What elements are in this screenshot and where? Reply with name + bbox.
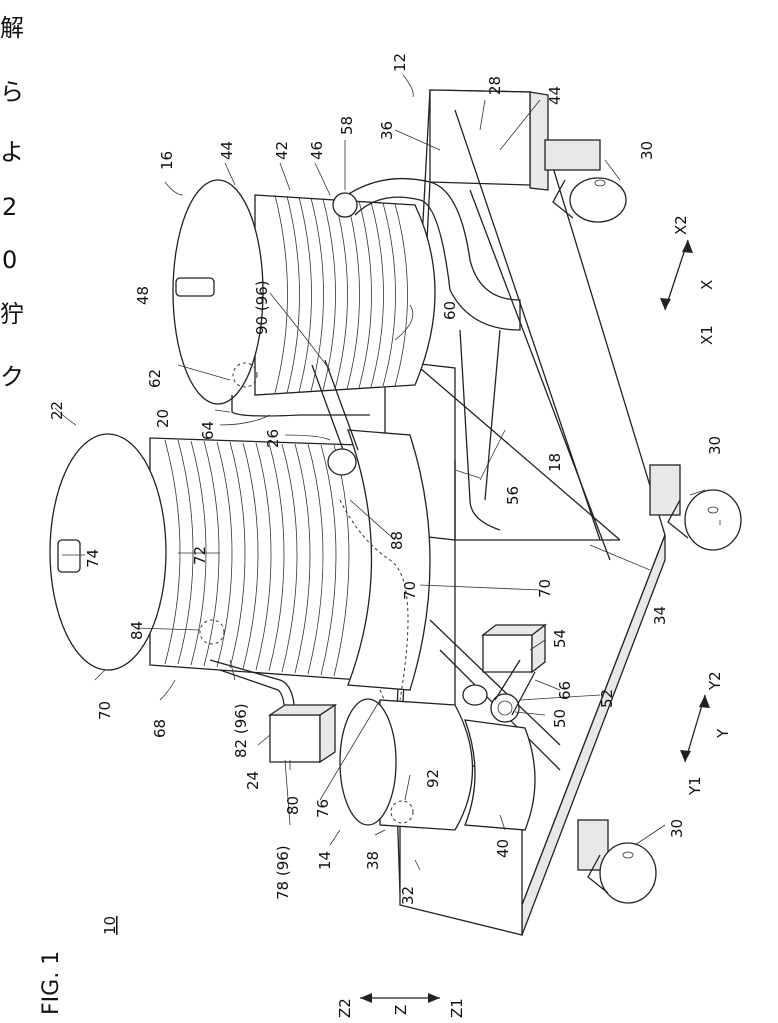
axis-y: Y2 Y Y1 <box>680 671 732 796</box>
arrow-z2-icon <box>360 993 372 1003</box>
label-50: 50 <box>551 709 569 728</box>
arrow-x1-icon <box>660 298 671 310</box>
label-60: 60 <box>441 301 459 320</box>
label-66: 66 <box>556 681 574 700</box>
side-char-4: 2 <box>2 193 17 221</box>
label-84: 84 <box>128 621 146 640</box>
pipe-26-fitting <box>328 449 356 475</box>
drum-14-cap <box>340 699 396 825</box>
caster-bottom-right <box>578 820 656 903</box>
pipe-64 <box>232 395 370 416</box>
label-30a: 30 <box>638 141 656 160</box>
end-plate-28 <box>430 90 530 185</box>
motor-50 <box>491 694 519 722</box>
drum-40 <box>465 720 535 830</box>
axis-y-label: Y <box>714 728 732 739</box>
axis-z1-label: Z1 <box>448 998 466 1018</box>
label-48: 48 <box>134 286 152 305</box>
label-52: 52 <box>598 689 616 708</box>
figure-number: 10 <box>101 916 119 935</box>
label-64: 64 <box>199 421 217 440</box>
label-56: 56 <box>504 486 522 505</box>
label-92: 92 <box>424 769 442 788</box>
label-34: 34 <box>651 606 669 625</box>
component-box-80 <box>270 705 335 762</box>
arrow-x2-icon <box>682 240 693 253</box>
tank-16-shaft-48 <box>176 278 214 296</box>
side-char-6: 狞 <box>0 300 24 328</box>
coil-tank-22 <box>50 430 430 690</box>
label-40: 40 <box>494 839 512 858</box>
label-74: 74 <box>84 549 102 568</box>
figure-title: FIG. 1 <box>39 951 64 1015</box>
label-28: 28 <box>486 76 504 95</box>
side-char-3: よ <box>0 138 24 166</box>
axis-z2-label: Z2 <box>336 998 354 1018</box>
label-72: 72 <box>191 546 209 565</box>
side-char-1: 解 <box>0 14 24 42</box>
label-38: 38 <box>364 851 382 870</box>
label-20: 20 <box>154 409 172 428</box>
label-68: 68 <box>151 719 169 738</box>
coil-tank-16 <box>173 180 435 404</box>
label-90: 90 (96) <box>253 280 271 335</box>
label-24: 24 <box>244 771 262 790</box>
gear-52 <box>463 685 487 705</box>
side-char-2: ら <box>0 78 24 106</box>
arrow-y1-icon <box>680 750 691 762</box>
label-30c: 30 <box>668 819 686 838</box>
arrow-y2-icon <box>699 695 710 708</box>
label-14: 14 <box>316 851 334 870</box>
label-22: 22 <box>48 401 66 420</box>
side-text: 解 ら よ 2 0 狞 ク <box>0 14 24 391</box>
label-70a: 70 <box>401 581 419 600</box>
label-30b: 30 <box>706 436 724 455</box>
axis-x1-label: X1 <box>698 325 716 345</box>
label-36: 36 <box>378 121 396 140</box>
axis-z-label: Z <box>392 1005 410 1015</box>
label-44b: 44 <box>546 86 564 105</box>
label-12: 12 <box>391 53 409 72</box>
label-46: 46 <box>308 141 326 160</box>
tank-22-shaft-74 <box>58 540 80 572</box>
label-76: 76 <box>314 799 332 818</box>
axis-y1-label: Y1 <box>686 776 704 796</box>
side-char-7: ク <box>0 363 24 391</box>
label-80: 80 <box>284 796 302 815</box>
label-54: 54 <box>551 629 569 648</box>
arrow-z1-icon <box>428 993 440 1003</box>
pipe-58-fitting <box>333 193 357 217</box>
label-42: 42 <box>273 141 291 160</box>
label-62: 62 <box>146 369 164 388</box>
label-18: 18 <box>546 453 564 472</box>
label-16: 16 <box>158 151 176 170</box>
component-box-54 <box>483 625 545 672</box>
label-82: 82 (96) <box>232 703 250 758</box>
label-78: 78 (96) <box>274 845 292 900</box>
label-26: 26 <box>264 429 282 448</box>
label-70c: 70 <box>96 701 114 720</box>
label-70b: 70 <box>536 579 554 598</box>
axis-x: X2 X X1 <box>660 215 716 345</box>
axis-y2-label: Y2 <box>706 671 724 691</box>
axis-x-label: X <box>698 280 716 290</box>
side-char-5: 0 <box>2 246 17 274</box>
label-44a: 44 <box>218 141 236 160</box>
axis-x2-label: X2 <box>672 215 690 235</box>
axis-z: Z2 Z Z1 <box>336 993 466 1018</box>
label-88: 88 <box>388 531 406 550</box>
label-58: 58 <box>338 116 356 135</box>
tank-16-body <box>255 195 435 395</box>
label-32: 32 <box>399 886 417 905</box>
